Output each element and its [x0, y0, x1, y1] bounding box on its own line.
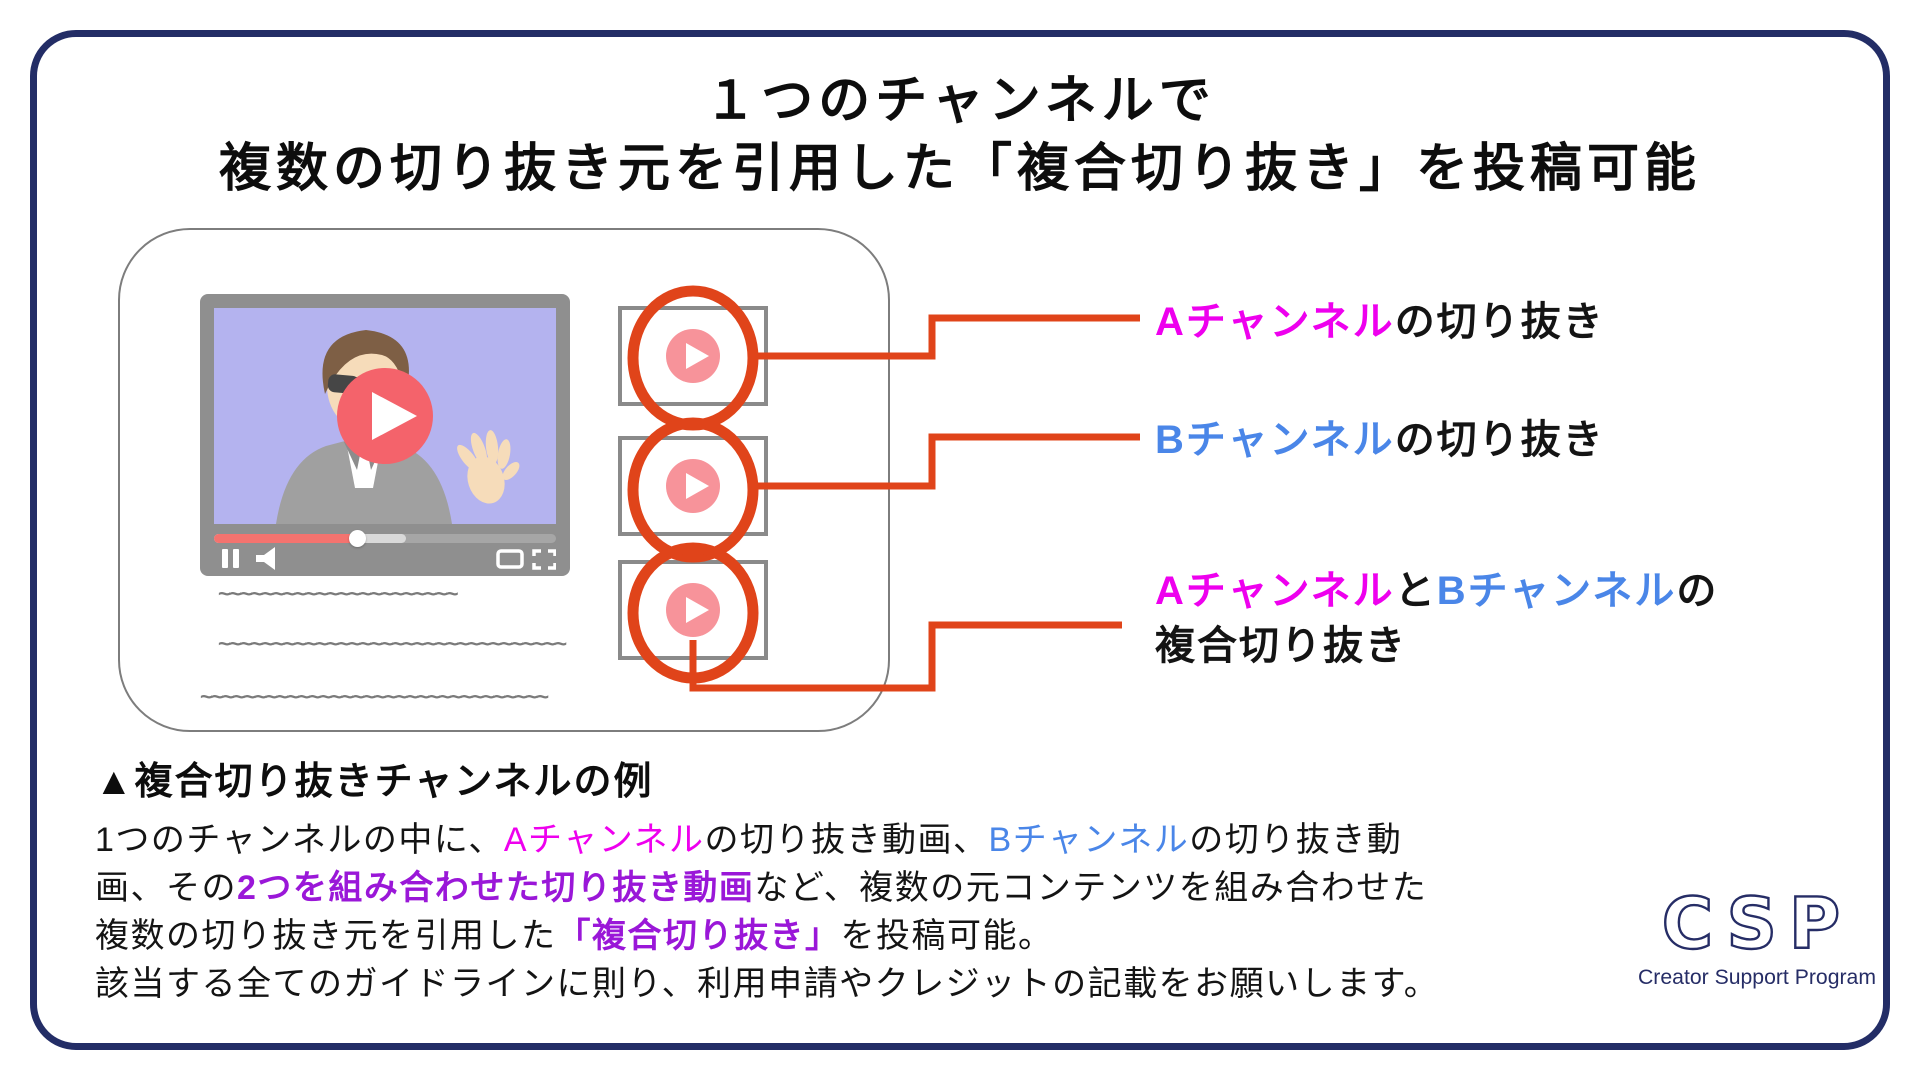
play-triangle [372, 392, 417, 440]
player-controls [222, 547, 556, 570]
clip-thumbnail-ab [618, 560, 768, 660]
label-ab-b: Bチャンネル [1436, 569, 1677, 613]
fullscreen-icon [532, 549, 556, 570]
label-a-channel: Aチャンネル [1155, 300, 1395, 344]
label-b-channel: Bチャンネル [1155, 418, 1395, 462]
clip-thumbnail-a [618, 306, 768, 406]
csp-logo: CSP Creator Support Program [1638, 886, 1876, 989]
speaker-icon [256, 547, 275, 570]
body-a-channel: Aチャンネル [503, 821, 705, 859]
body-text-line1: 1つのチャンネルの中に、Aチャンネルの切り抜き動画、Bチャンネルの切り抜き動 [95, 821, 1403, 859]
body-composite-highlight: 「複合切り抜き」 [556, 917, 841, 955]
progress-knob [348, 530, 366, 547]
csp-logo-subtitle: Creator Support Program [1638, 966, 1876, 989]
body-b-channel: Bチャンネル [988, 821, 1190, 859]
label-ab-no: の [1676, 569, 1719, 613]
body-text-line2: 画、その2つを組み合わせた切り抜き動画など、複数の元コンテンツを組み合わせた [95, 869, 1428, 907]
label-ab-a: Aチャンネル [1155, 569, 1395, 613]
progress-fill [214, 534, 358, 543]
label-a-rest: の切り抜き [1394, 300, 1605, 344]
body-text-line3: 複数の切り抜き元を引用した「複合切り抜き」を投稿可能。 [95, 917, 1054, 955]
label-b-rest: の切り抜き [1394, 418, 1605, 462]
body-combined-highlight: 2つを組み合わせた切り抜き動画 [237, 869, 755, 907]
example-caption: ▲複合切り抜きチャンネルの例 [95, 761, 654, 803]
clip-thumbnail-b [618, 436, 768, 536]
label-ab-line2: 複合切り抜き [1155, 624, 1407, 668]
pip-icon [496, 549, 524, 569]
csp-logo-acronym: CSP [1662, 886, 1852, 965]
thumbnail-play-icon [666, 583, 720, 637]
placeholder-text-line: ~~~~~~~~~~~~~~~~~~~~~~~~~~~~~~~~ [218, 631, 567, 656]
body-text-line4: 該当する全てのガイドラインに則り、利用申請やクレジットの記載をお願いします。 [95, 965, 1440, 1003]
progress-bar [214, 530, 556, 547]
video-player [200, 294, 570, 576]
label-a-clip: Aチャンネルの切り抜き [1155, 295, 1605, 350]
pause-icon [222, 549, 239, 568]
page-title-line2: 複数の切り抜き元を引用した「複合切り抜き」を投稿可能 [218, 140, 1701, 198]
placeholder-text-line: ~~~~~~~~~~~~~~~~~~~~~~ [218, 581, 459, 606]
waving-hand [457, 430, 520, 504]
thumbnail-play-icon [666, 329, 720, 383]
video-area [214, 308, 556, 524]
label-b-clip: Bチャンネルの切り抜き [1155, 413, 1605, 468]
placeholder-text-line: ~~~~~~~~~~~~~~~~~~~~~~~~~~~~~~~~ [200, 684, 549, 709]
page-title-line1: １つのチャンネルで [704, 72, 1216, 130]
thumbnail-play-icon [666, 459, 720, 513]
label-ab-clip: AチャンネルとBチャンネルの複合切り抜き [1155, 564, 1718, 674]
label-ab-and: と [1394, 569, 1437, 613]
